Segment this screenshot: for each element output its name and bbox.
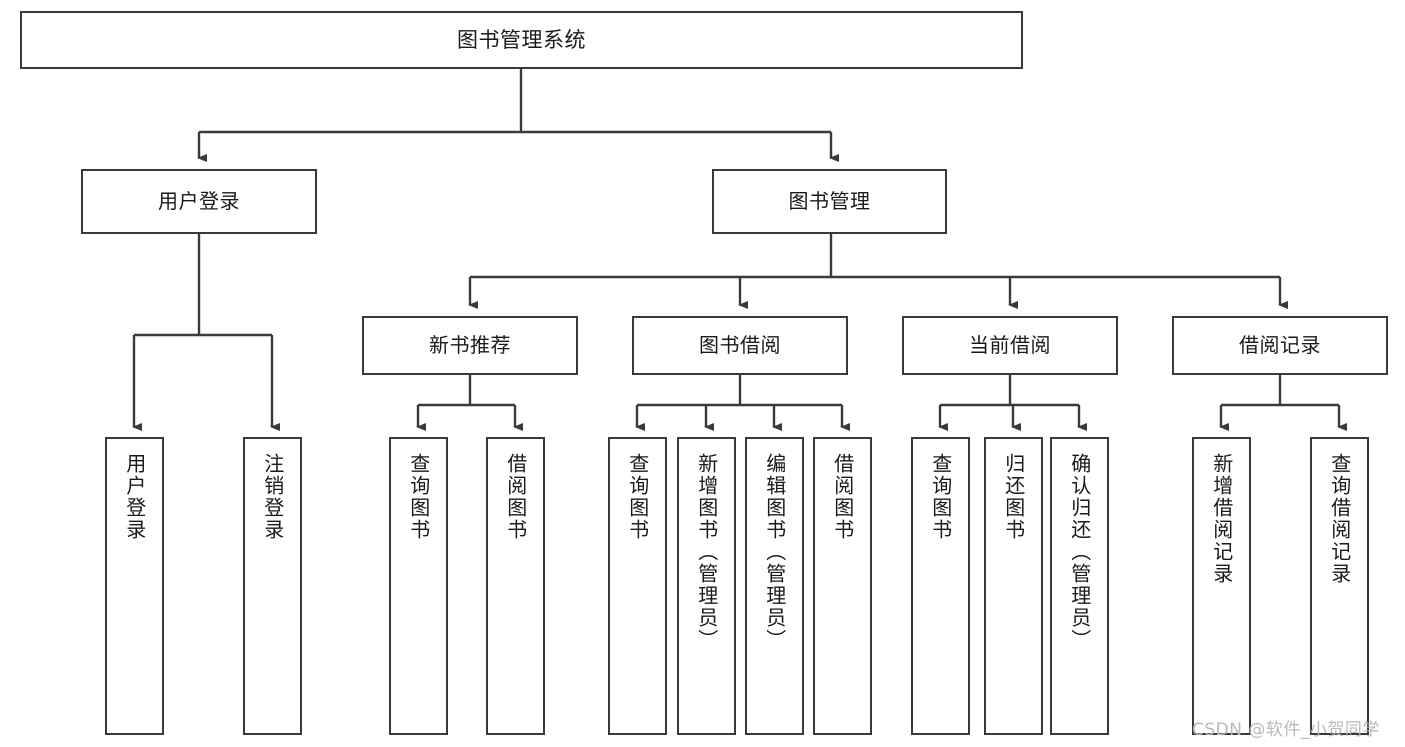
node-level3-2[interactable]: 图书借阅 (632, 316, 848, 375)
node-leaf-1[interactable]: 用户登录 (105, 437, 164, 735)
node-level2-2[interactable]: 图书管理 (712, 169, 947, 234)
node-leaf-7-label: 编辑图书（管理员） (762, 453, 787, 651)
node-leaf-9[interactable]: 查询图书 (911, 437, 970, 735)
csdn-watermark: CSDN @软件_小贺同学 (1192, 720, 1380, 740)
node-leaf-8-label: 借阅图书 (830, 453, 855, 541)
node-leaf-6-label: 新增图书（管理员） (694, 453, 719, 651)
node-leaf-13-label: 查询借阅记录 (1327, 453, 1352, 585)
node-leaf-2-label: 注销登录 (260, 453, 285, 541)
node-leaf-13[interactable]: 查询借阅记录 (1310, 437, 1369, 735)
node-leaf-4[interactable]: 借阅图书 (486, 437, 545, 735)
node-level3-1[interactable]: 新书推荐 (362, 316, 578, 375)
node-leaf-12[interactable]: 新增借阅记录 (1192, 437, 1251, 735)
node-leaf-7[interactable]: 编辑图书（管理员） (745, 437, 804, 735)
node-leaf-1-label: 用户登录 (122, 453, 147, 541)
node-leaf-9-label: 查询图书 (928, 453, 953, 541)
node-leaf-12-label: 新增借阅记录 (1209, 453, 1234, 585)
node-root-label: 图书管理系统 (457, 27, 586, 52)
node-leaf-5-label: 查询图书 (625, 453, 650, 541)
node-level2-1-label: 用户登录 (158, 188, 240, 213)
node-level3-4[interactable]: 借阅记录 (1172, 316, 1388, 375)
node-level3-3[interactable]: 当前借阅 (902, 316, 1118, 375)
node-leaf-3[interactable]: 查询图书 (389, 437, 448, 735)
node-leaf-10-label: 归还图书 (1001, 453, 1026, 541)
node-level3-2-label: 图书借阅 (699, 332, 781, 357)
node-level3-3-label: 当前借阅 (969, 332, 1051, 357)
node-leaf-10[interactable]: 归还图书 (984, 437, 1043, 735)
node-level3-1-label: 新书推荐 (429, 332, 511, 357)
node-leaf-2[interactable]: 注销登录 (243, 437, 302, 735)
node-leaf-11[interactable]: 确认归还（管理员） (1050, 437, 1109, 735)
node-level3-4-label: 借阅记录 (1239, 332, 1321, 357)
node-root[interactable]: 图书管理系统 (20, 11, 1023, 69)
node-level2-1[interactable]: 用户登录 (81, 169, 317, 234)
node-leaf-4-label: 借阅图书 (503, 453, 528, 541)
node-leaf-6[interactable]: 新增图书（管理员） (677, 437, 736, 735)
node-level2-2-label: 图书管理 (788, 188, 871, 213)
node-leaf-11-label: 确认归还（管理员） (1067, 453, 1092, 651)
node-leaf-5[interactable]: 查询图书 (608, 437, 667, 735)
node-leaf-8[interactable]: 借阅图书 (813, 437, 872, 735)
node-leaf-3-label: 查询图书 (406, 453, 431, 541)
